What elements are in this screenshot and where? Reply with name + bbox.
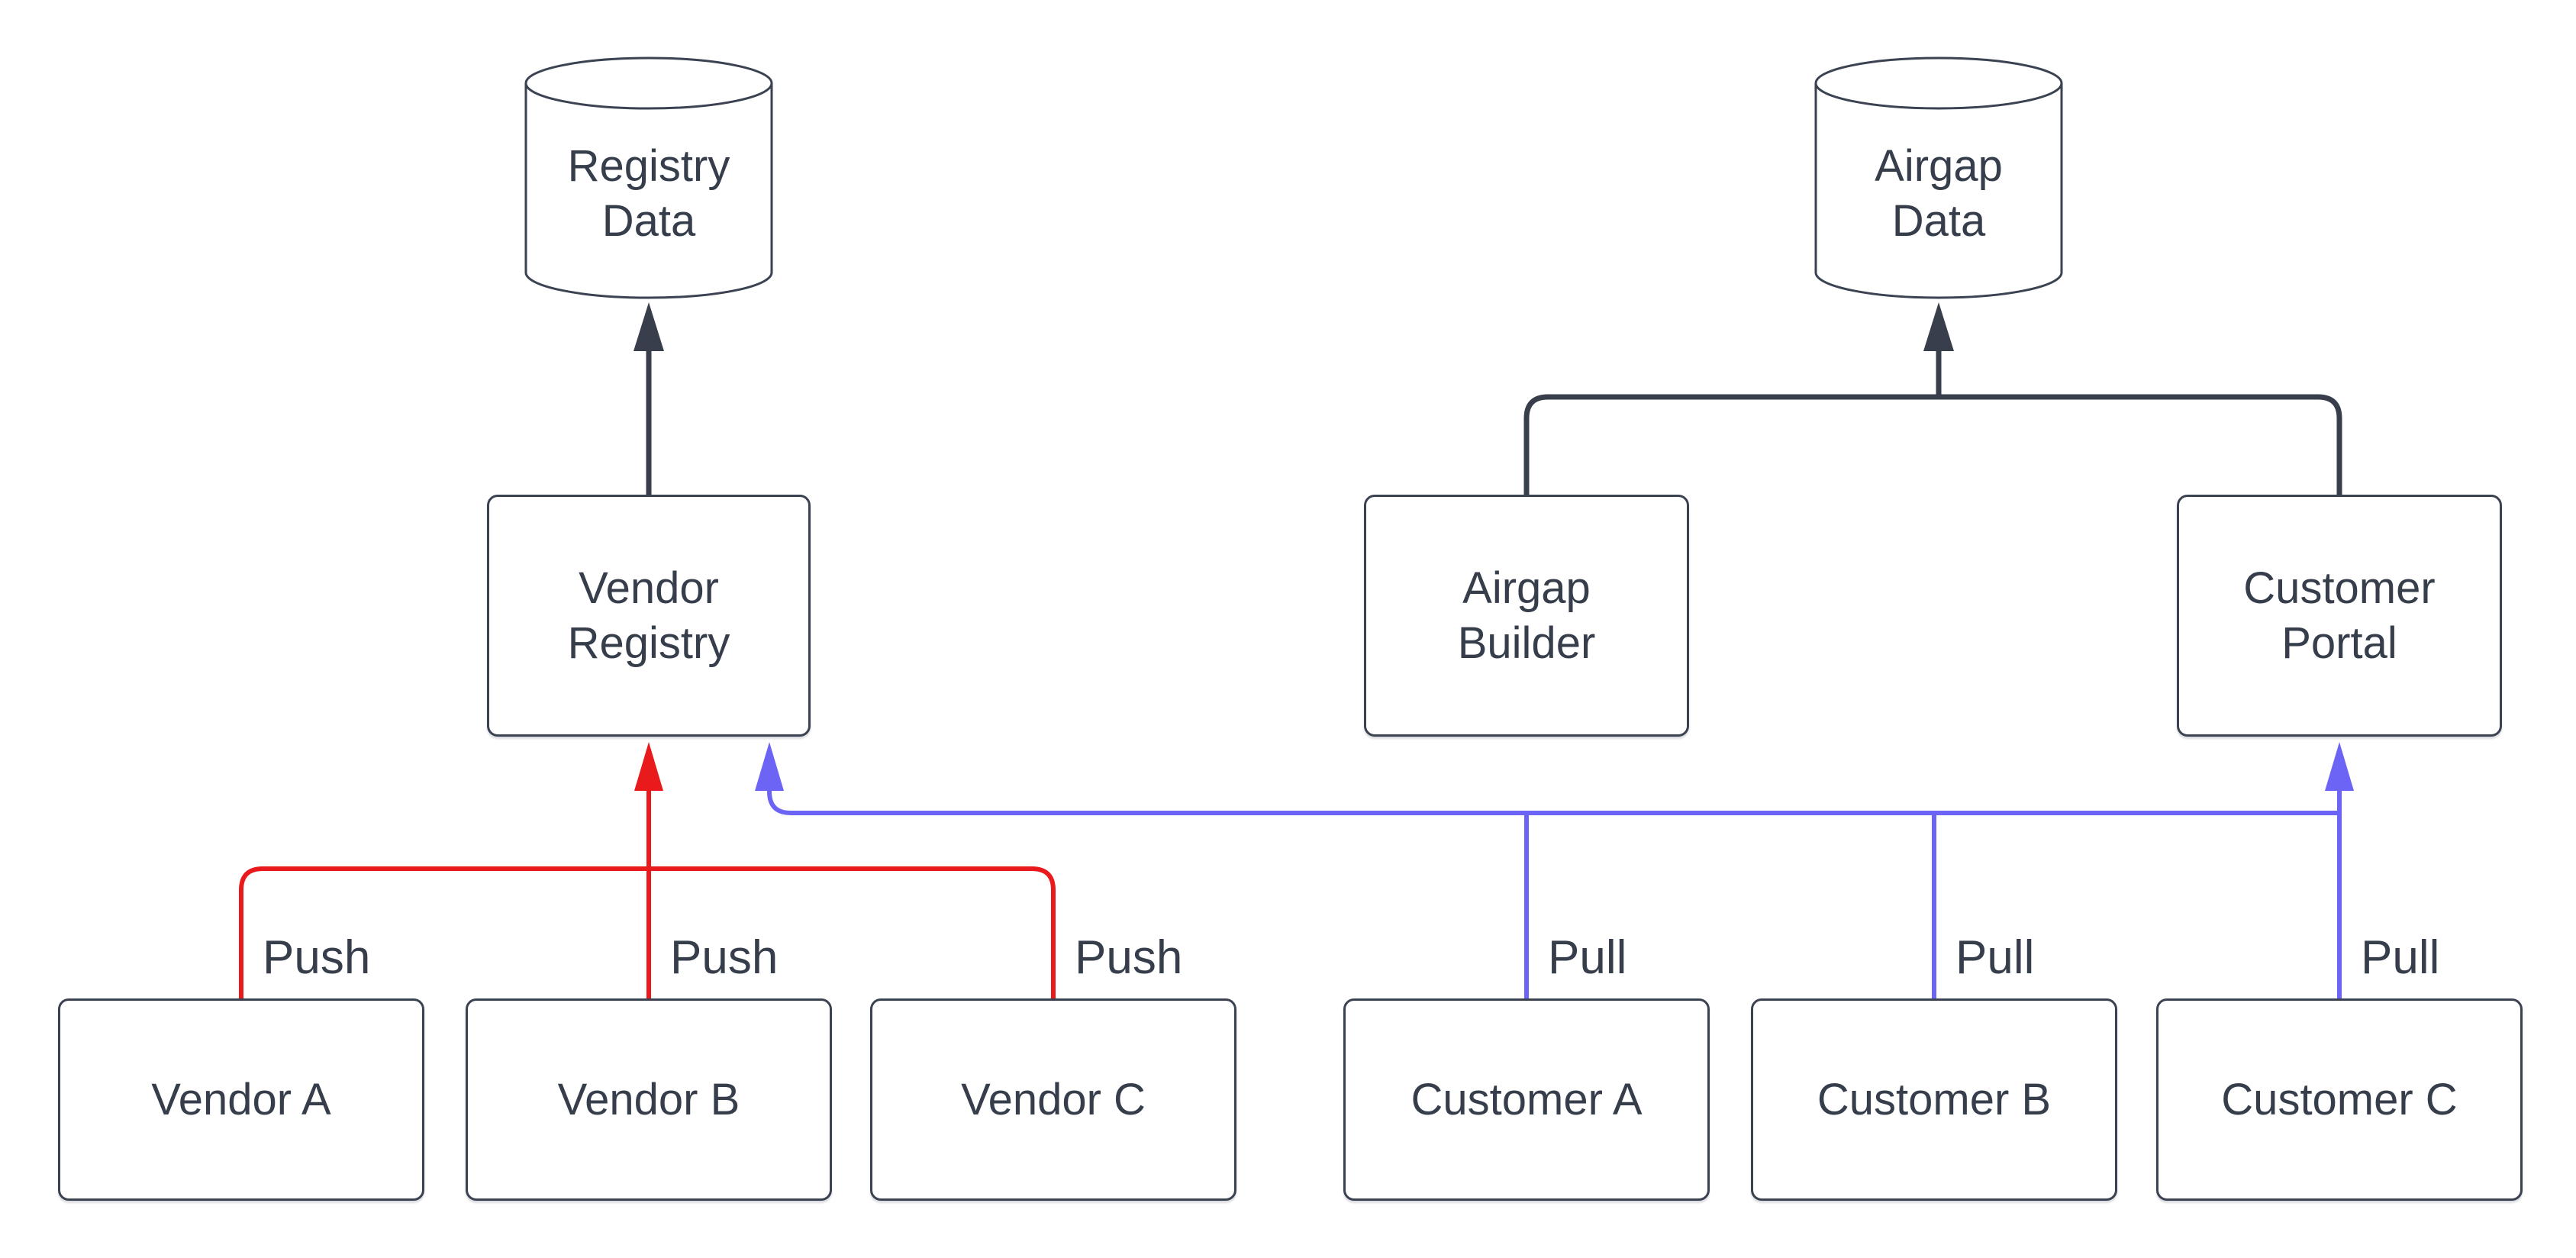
node-customer-a: Customer A: [1343, 998, 1710, 1201]
edge-label-push-vendor-c: Push: [1070, 931, 1188, 985]
edge-label-pull-customer-b: Pull: [1951, 931, 2039, 985]
node-vendor-a: Vendor A: [58, 998, 424, 1201]
node-customer-b: Customer B: [1751, 998, 2117, 1201]
vendor-registry-label: Vendor Registry: [567, 563, 730, 668]
airgap-data-label: Airgap Data: [1875, 141, 2003, 246]
arrowhead-registry-data: [634, 302, 664, 351]
edge-builder-portal-branch: [1523, 394, 2342, 496]
node-customer-c: Customer C: [2156, 998, 2523, 1201]
arrowhead-vendor-registry-blue: [755, 742, 784, 791]
vendor-b-label: Vendor B: [557, 1074, 740, 1124]
customer-portal-label: Customer Portal: [2243, 563, 2436, 668]
node-airgap-data: Airgap Data: [1814, 56, 2064, 300]
edge-label-push-vendor-a: Push: [258, 931, 376, 985]
customer-b-label: Customer B: [1817, 1074, 2052, 1124]
arrowhead-airgap-data: [1923, 302, 1954, 351]
edge-label-pull-customer-c: Pull: [2356, 931, 2445, 985]
node-airgap-builder: Airgap Builder: [1364, 495, 1689, 737]
customer-c-label: Customer C: [2221, 1074, 2458, 1124]
edge-label-push-vendor-b: Push: [666, 931, 783, 985]
node-vendor-b: Vendor B: [466, 998, 832, 1201]
customer-a-label: Customer A: [1411, 1074, 1643, 1124]
airgap-builder-label: Airgap Builder: [1457, 563, 1596, 668]
vendor-c-label: Vendor C: [961, 1074, 1146, 1124]
node-vendor-c: Vendor C: [870, 998, 1236, 1201]
node-customer-portal: Customer Portal: [2177, 495, 2502, 737]
registry-data-label: Registry Data: [567, 141, 730, 246]
arrowhead-vendor-registry-red: [634, 742, 663, 791]
arrowhead-customer-portal-blue: [2325, 742, 2354, 791]
edge-label-pull-customer-a: Pull: [1543, 931, 1632, 985]
cylinder-shape: [524, 56, 773, 299]
edge-blue-pull-bus: [767, 789, 2339, 815]
cylinder-shape: [1814, 56, 2063, 299]
node-vendor-registry: Vendor Registry: [487, 495, 811, 737]
node-registry-data: Registry Data: [524, 56, 774, 300]
vendor-a-label: Vendor A: [151, 1074, 331, 1124]
